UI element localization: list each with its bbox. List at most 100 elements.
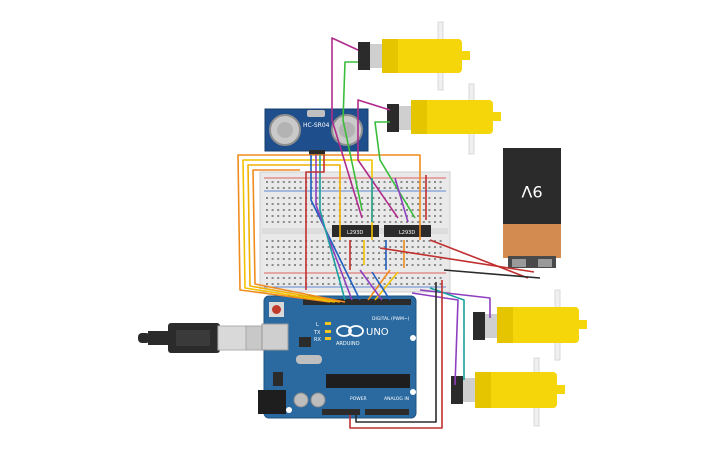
breadboard-hole [439,187,442,189]
reset-button-icon[interactable] [269,302,284,317]
breadboard-hole [271,264,274,266]
breadboard-hole [344,277,347,279]
breadboard-hole [338,240,341,242]
breadboard-hole [294,209,296,211]
breadboard-hole [411,203,414,205]
breadboard-hole [394,283,397,285]
breadboard-hole [406,264,408,266]
breadboard-hole [422,221,425,223]
breadboard-hole [322,197,324,199]
breadboard-hole [378,221,380,223]
breadboard-hole [394,197,397,199]
breadboard-hole [350,197,352,199]
breadboard-hole [428,221,431,223]
breadboard-hole [282,215,285,217]
breadboard-hole [288,181,291,183]
breadboard-hole [361,209,364,211]
breadboard-hole [316,221,319,223]
breadboard-hole [361,246,364,248]
breadboard-hole [439,258,442,260]
breadboard-hole [266,258,268,260]
breadboard-hole [361,252,364,254]
breadboard-hole [366,240,369,242]
breadboard-hole [266,246,268,248]
breadboard-hole [277,252,280,254]
breadboard-hole [434,283,436,285]
breadboard-hole [277,264,280,266]
motor-bottom-2 [451,357,565,427]
breadboard-hole [428,187,431,189]
breadboard-hole [417,283,420,285]
breadboard-hole [411,187,414,189]
breadboard-hole [322,203,324,205]
breadboard-hole [389,187,392,189]
breadboard-hole [383,240,386,242]
breadboard-hole [400,221,403,223]
breadboard-hole [422,215,425,217]
battery-9v: 9V [503,148,561,268]
breadboard-hole [383,215,386,217]
breadboard-hole [266,277,268,279]
breadboard-hole [277,246,280,248]
breadboard-hole [327,258,330,260]
breadboard-hole [411,264,414,266]
breadboard-hole [434,258,436,260]
breadboard-hole [316,277,319,279]
breadboard-hole [316,252,319,254]
breadboard-hole [327,283,330,285]
breadboard-hole [411,221,414,223]
breadboard-hole [310,203,313,205]
breadboard-hole [344,197,347,199]
breadboard-hole [294,277,296,279]
breadboard-hole [338,277,341,279]
breadboard-hole [383,209,386,211]
breadboard-hole [294,252,296,254]
board-brand: ARDUINO [336,341,360,347]
breadboard-hole [322,246,324,248]
breadboard-hole [411,246,414,248]
breadboard-hole [411,283,414,285]
breadboard-hole [361,240,364,242]
breadboard-hole [378,252,380,254]
breadboard-hole [322,215,324,217]
breadboard-hole [288,264,291,266]
breadboard-hole [271,277,274,279]
breadboard-hole [394,221,397,223]
breadboard-hole [378,181,380,183]
breadboard-hole [355,277,358,279]
breadboard-hole [389,258,392,260]
breadboard-hole [372,252,375,254]
breadboard-hole [282,187,285,189]
breadboard-hole [310,209,313,211]
breadboard-hole [428,197,431,199]
breadboard-hole [266,215,268,217]
breadboard-hole [299,283,302,285]
breadboard-hole [422,240,425,242]
power-header-label: POWER [350,396,367,402]
breadboard-hole [299,264,302,266]
breadboard-hole [277,277,280,279]
breadboard-hole [266,221,268,223]
breadboard-hole [266,181,268,183]
breadboard-hole [333,264,336,266]
breadboard-hole [361,197,364,199]
breadboard-hole [288,197,291,199]
breadboard-hole [439,197,442,199]
breadboard-hole [372,240,375,242]
breadboard-hole [383,203,386,205]
motor-top-2 [387,83,501,155]
breadboard-hole [282,264,285,266]
breadboard-hole [344,187,347,189]
breadboard-hole [406,209,408,211]
breadboard-hole [271,181,274,183]
breadboard-hole [366,221,369,223]
breadboard-hole [299,252,302,254]
l293d-right: L293D [384,225,431,237]
breadboard-hole [378,240,380,242]
breadboard-hole [417,240,420,242]
breadboard-hole [266,283,268,285]
breadboard-hole [400,203,403,205]
breadboard-hole [333,283,336,285]
breadboard-hole [350,187,352,189]
breadboard-hole [383,264,386,266]
